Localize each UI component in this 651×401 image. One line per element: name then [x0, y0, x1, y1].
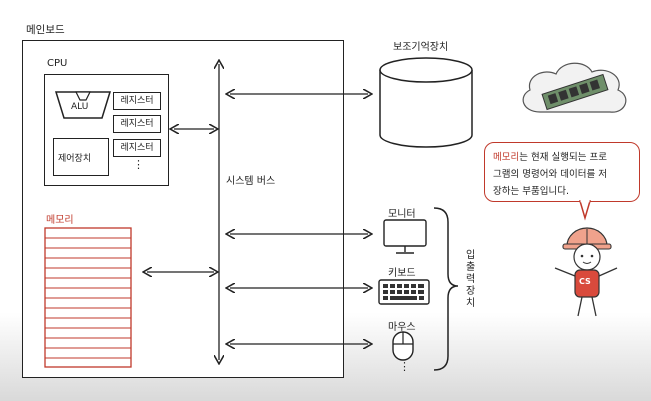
io-label: 입출력장치	[466, 250, 476, 309]
cpu-label: CPU	[47, 58, 68, 69]
io-more: ⋮	[399, 360, 410, 373]
register-2: 레지스터	[113, 115, 161, 133]
register-1: 레지스터	[113, 92, 161, 110]
keyboard-label: 키보드	[388, 268, 416, 279]
speech-highlight: 메모리	[493, 152, 520, 163]
memory-label: 메모리	[46, 215, 74, 226]
mouse-label: 마우스	[388, 322, 416, 333]
monitor-label: 모니터	[388, 209, 416, 220]
register-3: 레지스터	[113, 139, 161, 157]
speech-bubble: 메모리는 현재 실행되는 프로 그램의 명령어와 데이터를 저 장하는 부품입니…	[484, 142, 640, 202]
mascot-badge: CS	[579, 277, 591, 286]
system-bus-label: 시스템 버스	[226, 176, 276, 187]
speech-line1: 는 현재 실행되는 프로	[519, 152, 607, 163]
speech-line3: 장하는 부품입니다.	[493, 186, 569, 197]
control-unit-box	[53, 138, 109, 176]
register-more: ⋮	[133, 158, 144, 171]
mainboard-label: 메인보드	[26, 24, 65, 36]
storage-label: 보조기억장치	[393, 42, 449, 53]
alu-label: ALU	[71, 102, 89, 112]
speech-line2: 그램의 명령어와 데이터를 저	[493, 169, 607, 180]
control-unit-label: 제어장치	[58, 154, 92, 164]
